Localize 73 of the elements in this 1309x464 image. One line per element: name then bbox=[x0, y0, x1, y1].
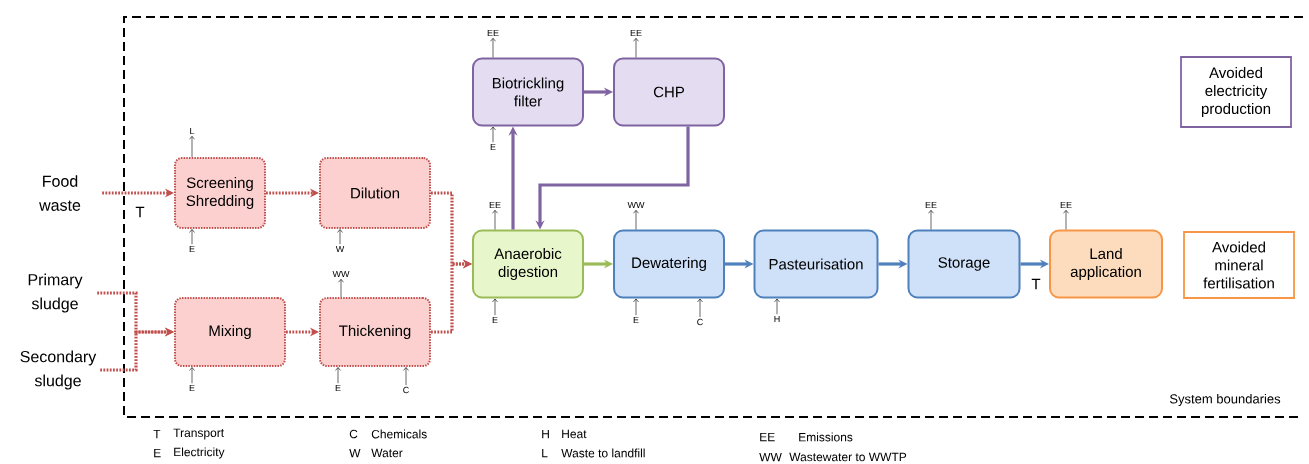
key-description: Waste to landfill bbox=[561, 448, 645, 458]
flow-letter: C bbox=[403, 386, 409, 394]
flow-letter: WW bbox=[332, 270, 350, 278]
flow-letter: E bbox=[492, 316, 498, 324]
arrow bbox=[492, 298, 498, 316]
process-box: Land application bbox=[1049, 229, 1163, 299]
arrow bbox=[492, 209, 498, 230]
process-box: Pasteurisation bbox=[753, 229, 879, 299]
flow-letter: L bbox=[190, 127, 195, 135]
flow-letter: WW bbox=[627, 201, 645, 209]
arrow bbox=[697, 298, 703, 318]
arrow bbox=[774, 298, 780, 315]
flow-letter: EE bbox=[489, 201, 501, 209]
arrow bbox=[633, 298, 639, 316]
key-symbol: H bbox=[542, 429, 549, 439]
arrow bbox=[100, 327, 174, 372]
key-symbol: L bbox=[542, 448, 548, 458]
process-box: Biotrickling filter bbox=[472, 57, 584, 127]
process-box: Dewatering bbox=[613, 229, 725, 299]
flow-letter: E bbox=[189, 384, 195, 392]
input-label: Secondary sludge bbox=[20, 350, 97, 390]
process-box: Dilution bbox=[319, 157, 431, 229]
process-box: Screening Shredding bbox=[174, 157, 266, 229]
arrow bbox=[189, 135, 195, 158]
flow-letter: EE bbox=[487, 29, 499, 37]
flow-letter: C bbox=[697, 318, 703, 326]
arrow bbox=[490, 37, 496, 58]
key-description: Chemicals bbox=[371, 429, 427, 439]
flow-letter: H bbox=[774, 315, 780, 323]
key-description: Electricity bbox=[174, 447, 225, 459]
flow-letter: EE bbox=[1060, 201, 1072, 209]
flow-letter: EE bbox=[630, 29, 642, 37]
boundary-label: System boundaries bbox=[1169, 393, 1281, 407]
flow-letter: E bbox=[490, 143, 496, 151]
edge-label: T bbox=[1030, 277, 1042, 291]
arrow bbox=[633, 209, 639, 230]
flow-letter: EE bbox=[925, 201, 937, 209]
arrow bbox=[403, 367, 409, 386]
key-symbol: WW bbox=[759, 452, 782, 462]
arrow bbox=[490, 126, 496, 143]
process-box: Anaerobic digestion bbox=[472, 229, 584, 299]
arrow bbox=[633, 37, 639, 58]
key-description: Transport bbox=[173, 428, 224, 440]
avoided-impact-box: Avoided mineral fertilisation bbox=[1183, 231, 1295, 299]
key-description: Wastewater to WWTP bbox=[789, 452, 907, 462]
arrow bbox=[337, 229, 343, 245]
flow-letter: E bbox=[335, 384, 341, 392]
arrow bbox=[335, 367, 341, 384]
edge-label: T bbox=[134, 205, 146, 219]
key-symbol: T bbox=[153, 429, 161, 439]
arrow bbox=[338, 278, 344, 298]
process-box: CHP bbox=[613, 57, 725, 127]
flow-letter: W bbox=[335, 245, 345, 253]
key-symbol: W bbox=[349, 448, 361, 458]
arrow bbox=[431, 259, 472, 334]
flow-letter: E bbox=[189, 245, 195, 253]
arrow bbox=[928, 209, 934, 230]
process-box: Mixing bbox=[174, 297, 286, 367]
arrow bbox=[189, 367, 195, 384]
avoided-impact-box: Avoided electricity production bbox=[1180, 56, 1292, 128]
input-label: Food waste bbox=[39, 175, 81, 211]
key-symbol: C bbox=[349, 429, 358, 439]
key-description: Emissions bbox=[799, 432, 853, 442]
key-symbol: E bbox=[154, 448, 161, 458]
key-symbol: EE bbox=[760, 432, 775, 442]
flow-letter: E bbox=[633, 316, 639, 324]
input-label: Primary sludge bbox=[28, 273, 83, 313]
key-description: Heat bbox=[562, 429, 587, 439]
process-box: Storage bbox=[907, 229, 1021, 299]
process-box: Thickening bbox=[319, 297, 431, 367]
arrow bbox=[189, 229, 195, 245]
key-description: Water bbox=[371, 448, 403, 458]
arrow bbox=[1063, 209, 1069, 230]
